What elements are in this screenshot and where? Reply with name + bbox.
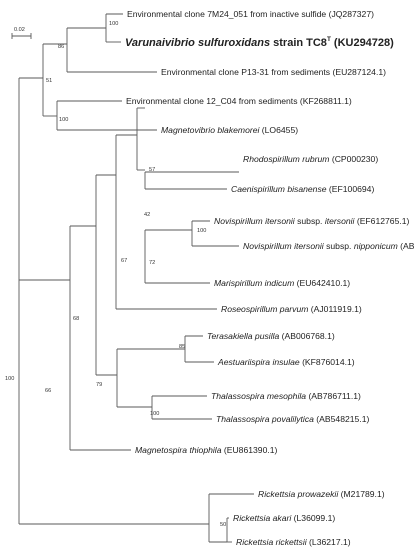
- bootstrap-value: 67: [121, 258, 127, 264]
- taxon-label: Aestuariispira insulae (KF876014.1): [217, 357, 355, 367]
- taxon-label: Magnetospira thiophila (EU861390.1): [135, 445, 278, 455]
- taxon-label: Rickettsia akari (L36099.1): [233, 513, 335, 523]
- taxon-label: Environmental clone 12_C04 from sediment…: [126, 96, 352, 106]
- taxon-label: Novispirillum itersonii subsp. nipponicu…: [243, 241, 414, 251]
- taxon-label: Thalassospira mesophila (AB786711.1): [211, 391, 361, 401]
- taxon-label: Marispirillum indicum (EU642410.1): [214, 278, 350, 288]
- bootstrap-value: 100: [59, 117, 68, 123]
- taxon-label: Novispirillum itersonii subsp. itersonii…: [214, 216, 410, 226]
- bootstrap-value: 86: [58, 44, 64, 50]
- taxon-label: Rickettsia rickettsii (L36217.1): [236, 537, 351, 547]
- bootstrap-value: 66: [45, 388, 51, 394]
- taxon-labels: Environmental clone 7M24_051 from inacti…: [125, 9, 414, 547]
- bootstrap-value: 50: [220, 522, 226, 528]
- taxon-label: Environmental clone 7M24_051 from inacti…: [127, 9, 374, 19]
- taxon-label: Magnetovibrio blakemorei (LO6455): [161, 125, 298, 135]
- bootstrap-values: 100 86 51 100 57 42 100 72 67 68 85 79 1…: [5, 21, 226, 528]
- scale-bar-label: 0.02: [14, 27, 25, 33]
- bootstrap-value: 72: [149, 260, 155, 266]
- bootstrap-value: 100: [197, 228, 206, 234]
- taxon-label-highlighted: Varunaivibrio sulfuroxidans strain TC8T …: [125, 36, 394, 49]
- bootstrap-value: 42: [144, 212, 150, 218]
- tree-branches: [18, 13, 254, 543]
- bootstrap-value: 85: [179, 344, 185, 350]
- taxon-label: Roseospirillum parvum (AJ011919.1): [221, 304, 362, 314]
- bootstrap-value: 79: [96, 382, 102, 388]
- bootstrap-value: 68: [73, 316, 79, 322]
- taxon-label: Terasakiella pusilla (AB006768.1): [207, 331, 335, 341]
- taxon-label: Rhodospirillum rubrum (CP000230): [243, 154, 378, 164]
- taxon-label: Thalassospira povalilytica (AB548215.1): [216, 414, 369, 424]
- taxon-label: Caenispirillum bisanense (EF100694): [231, 184, 374, 194]
- bootstrap-value: 57: [149, 167, 155, 173]
- bootstrap-value: 100: [150, 411, 159, 417]
- bootstrap-value: 100: [5, 376, 14, 382]
- bootstrap-value: 100: [109, 21, 118, 27]
- taxon-label: Environmental clone P13-31 from sediment…: [161, 67, 386, 77]
- taxon-label: Rickettsia prowazekii (M21789.1): [258, 489, 385, 499]
- bootstrap-value: 51: [46, 78, 52, 84]
- scale-bar: 0.02: [11, 27, 32, 39]
